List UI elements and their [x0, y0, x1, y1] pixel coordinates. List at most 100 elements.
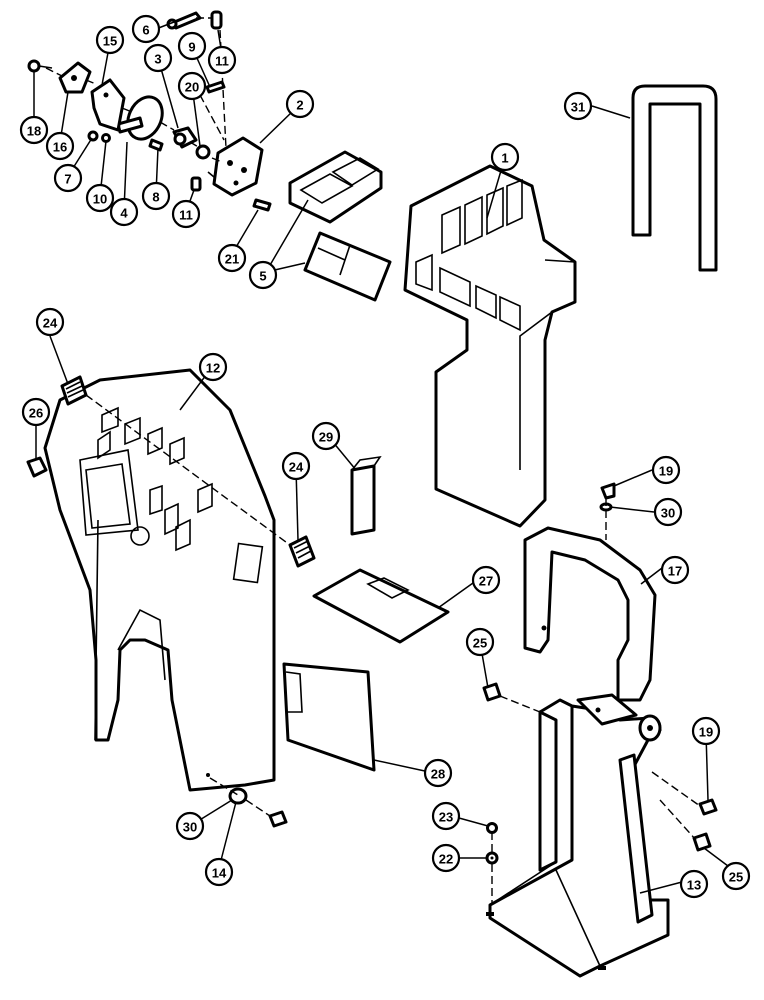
callout-20: 20 — [177, 71, 207, 101]
part-25-nut-left — [482, 682, 502, 702]
callout-15: 15 — [95, 25, 125, 55]
callout-labels: 1234567891011111213141516171819192021222… — [19, 14, 751, 899]
callout-22: 22 — [431, 843, 461, 873]
callout-number: 31 — [571, 100, 585, 115]
part-24-switch-right — [288, 535, 316, 568]
callout-number: 17 — [668, 564, 682, 579]
callout-number: 3 — [154, 52, 161, 67]
callout-number: 19 — [699, 725, 713, 740]
callout-circle — [281, 451, 311, 481]
callout-number: 30 — [661, 506, 675, 521]
callout-1: 1 — [490, 142, 520, 172]
callout-18: 18 — [19, 115, 49, 145]
callout-14: 14 — [204, 857, 234, 887]
callout-10: 10 — [85, 183, 115, 213]
part-22-washer — [485, 851, 499, 865]
callout-26: 26 — [21, 397, 51, 427]
callout-29: 29 — [311, 421, 341, 451]
part-4-disc — [116, 95, 164, 141]
callout-circle — [423, 758, 453, 788]
callout-27: 27 — [471, 565, 501, 595]
callout-circle — [311, 421, 341, 451]
callout-circle — [204, 857, 234, 887]
callout-number: 24 — [43, 316, 58, 331]
part-5-filler-panels — [288, 150, 392, 302]
callout-circle — [563, 91, 593, 121]
part-27-plate — [312, 568, 450, 644]
callout-11: 11 — [207, 45, 237, 75]
part-6-shaft — [166, 11, 202, 30]
callout-19: 19 — [691, 716, 721, 746]
part-15-plate — [90, 78, 126, 132]
callout-number: 13 — [687, 878, 701, 893]
callout-number: 14 — [212, 866, 227, 881]
callout-11: 11 — [171, 199, 201, 229]
callout-number: 16 — [53, 140, 67, 155]
callout-number: 23 — [439, 810, 453, 825]
callout-17: 17 — [660, 555, 690, 585]
callout-28: 28 — [423, 758, 453, 788]
callout-circle — [143, 43, 173, 73]
callout-30: 30 — [653, 497, 683, 527]
callout-number: 18 — [27, 124, 41, 139]
callout-circle — [679, 869, 709, 899]
callout-number: 22 — [439, 852, 453, 867]
callout-24: 24 — [281, 451, 311, 481]
callout-circle — [721, 861, 751, 891]
callout-12: 12 — [198, 352, 228, 382]
callout-circle — [431, 801, 461, 831]
callout-circle — [198, 352, 228, 382]
callout-23: 23 — [431, 801, 461, 831]
callout-circle — [217, 243, 247, 273]
callout-number: 7 — [64, 172, 71, 187]
callout-circle — [85, 183, 115, 213]
callout-number: 30 — [183, 820, 197, 835]
part-8-screw — [148, 138, 164, 152]
callout-number: 10 — [93, 192, 107, 207]
part-28-panel — [282, 662, 376, 772]
callout-circle — [177, 71, 207, 101]
callout-circle — [175, 811, 205, 841]
part-10-washer — [101, 133, 111, 143]
callout-circle — [21, 397, 51, 427]
callout-25: 25 — [721, 861, 751, 891]
part-12-main-console — [43, 368, 276, 792]
part-23-nut — [486, 822, 498, 834]
callout-circle — [53, 163, 83, 193]
callout-circle — [285, 89, 315, 119]
callout-24: 24 — [35, 307, 65, 337]
callout-circle — [109, 197, 139, 227]
callout-13: 13 — [679, 869, 709, 899]
callout-number: 29 — [319, 430, 333, 445]
callout-number: 2 — [296, 98, 303, 113]
part-7-nut — [87, 130, 99, 142]
callout-circle — [35, 307, 65, 337]
callout-number: 6 — [142, 23, 149, 38]
callout-5: 5 — [248, 260, 278, 290]
callout-circle — [471, 565, 501, 595]
callout-number: 21 — [225, 252, 239, 267]
callout-7: 7 — [53, 163, 83, 193]
callout-circle — [465, 627, 495, 657]
part-31-handle-bar — [631, 84, 718, 272]
callout-number: 11 — [215, 54, 229, 69]
part-1-upper-console-cover — [403, 164, 577, 528]
callout-number: 25 — [729, 870, 743, 885]
callout-number: 25 — [473, 636, 487, 651]
callout-number: 12 — [206, 361, 220, 376]
callout-circle — [248, 260, 278, 290]
callout-circle — [490, 142, 520, 172]
callout-number: 19 — [659, 464, 673, 479]
callout-number: 8 — [152, 190, 159, 205]
part-9-screw — [205, 80, 226, 94]
callout-number: 1 — [501, 151, 508, 166]
part-19-screw-lower — [698, 798, 718, 816]
callout-2: 2 — [285, 89, 315, 119]
callout-number: 27 — [479, 574, 493, 589]
callout-circle — [431, 843, 461, 873]
part-11-lower-pin — [190, 176, 202, 192]
callout-number: 11 — [179, 208, 193, 223]
callout-circle — [653, 497, 683, 527]
